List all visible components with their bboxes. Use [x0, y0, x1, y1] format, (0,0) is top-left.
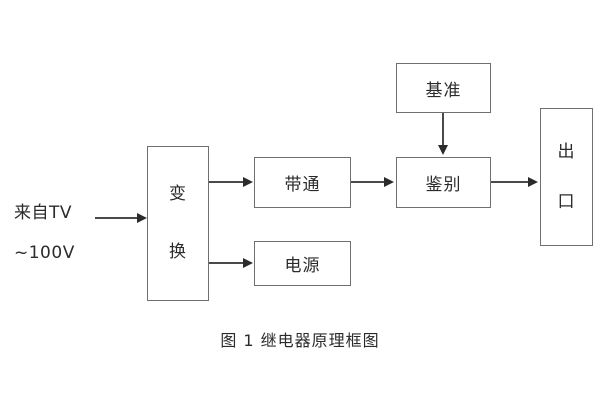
block-convert: 变 换 — [147, 146, 209, 301]
figure-caption: 图 1 继电器原理框图 — [220, 331, 380, 350]
block-output: 出 口 — [540, 108, 593, 246]
block-reference: 基准 — [396, 63, 491, 113]
block-output-char1: 出 — [557, 141, 576, 162]
input-source-line2: ~100V — [14, 243, 75, 263]
block-bandpass: 带通 — [254, 157, 351, 208]
input-source-line1: 来自TV — [14, 203, 73, 223]
block-power-supply: 电源 — [254, 241, 351, 286]
block-discriminate: 鉴别 — [396, 157, 491, 208]
connector-input-to-convert-line — [95, 217, 139, 219]
connector-reference-to-discriminate-arrowhead — [438, 145, 448, 155]
block-convert-char1: 变 — [169, 183, 187, 204]
block-reference-label: 基准 — [425, 80, 462, 101]
connector-bandpass-to-discriminate-line — [351, 181, 386, 183]
block-power-supply-label: 电源 — [284, 256, 321, 276]
input-source-label: 来自TV ~100V — [14, 193, 109, 273]
block-convert-char2: 换 — [169, 242, 187, 263]
connector-discriminate-to-output-arrowhead — [528, 177, 538, 187]
block-discriminate-label: 鉴别 — [425, 175, 462, 195]
connector-convert-to-bandpass-line — [209, 181, 245, 183]
connector-input-to-convert-arrowhead — [137, 213, 147, 223]
connector-reference-to-discriminate-line — [442, 113, 444, 147]
block-output-char2: 口 — [557, 191, 576, 212]
connector-discriminate-to-output-line — [491, 181, 531, 183]
block-bandpass-label: 带通 — [284, 175, 321, 195]
connector-bandpass-to-discriminate-arrowhead — [384, 177, 394, 187]
connector-convert-to-bandpass-arrowhead — [243, 177, 253, 187]
connector-convert-to-power-line — [209, 262, 245, 264]
connector-convert-to-power-arrowhead — [243, 258, 253, 268]
